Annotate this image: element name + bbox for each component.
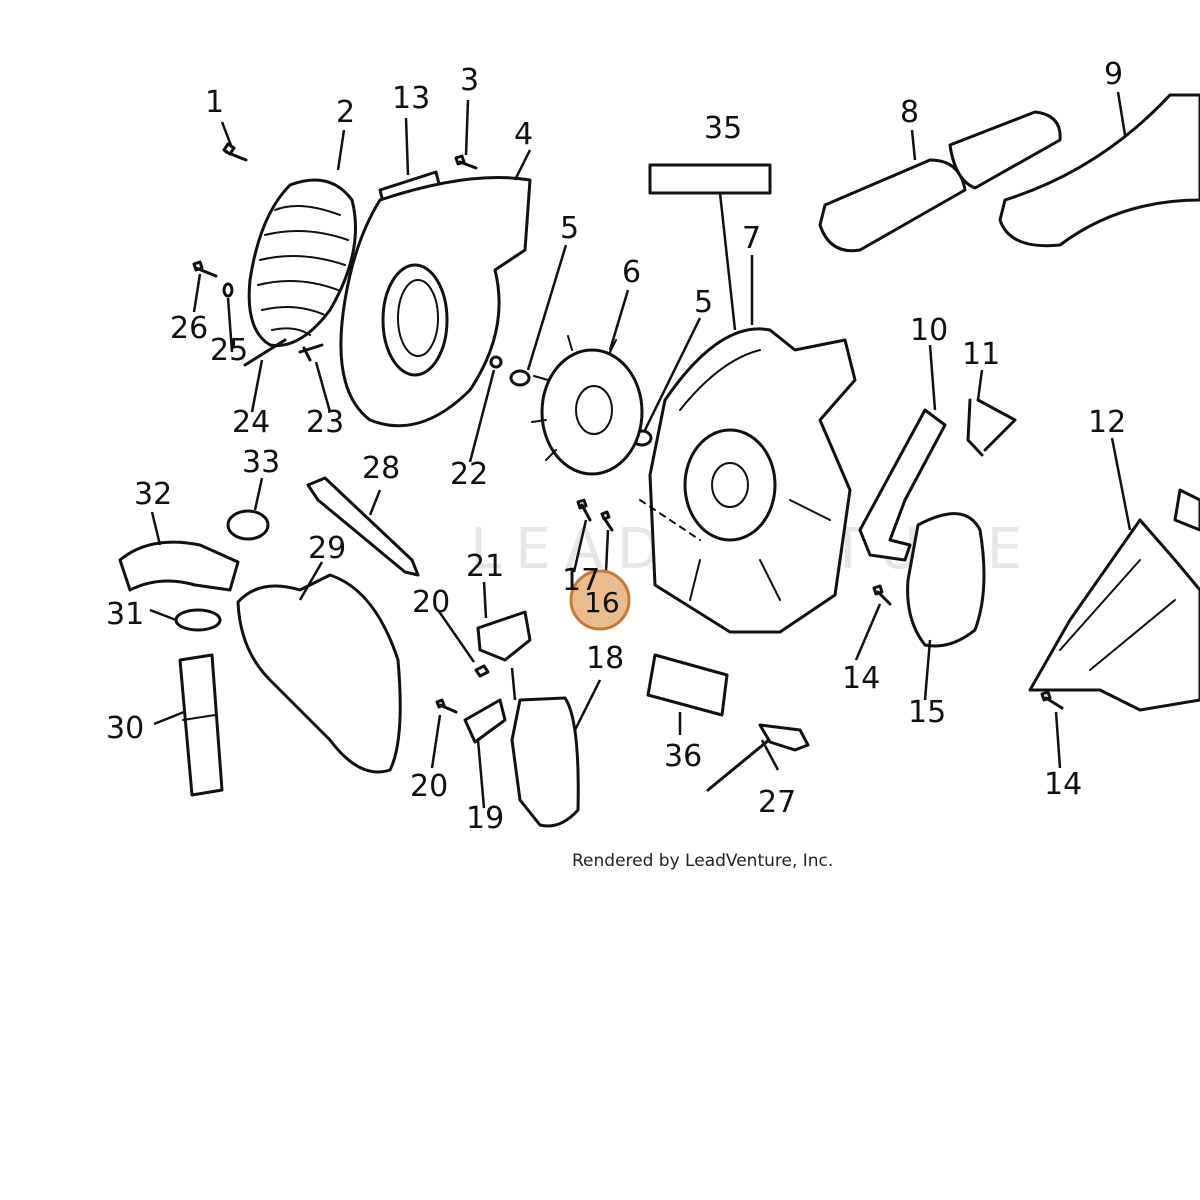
part-5-washer-a bbox=[509, 369, 531, 387]
part-17-screw bbox=[576, 498, 592, 522]
part-number-31[interactable]: 31 bbox=[106, 597, 144, 632]
part-22-nut bbox=[489, 355, 503, 369]
part-30-pipe bbox=[178, 653, 224, 797]
part-31-clamp bbox=[174, 608, 222, 632]
part-number-5-a[interactable]: 5 bbox=[560, 211, 579, 246]
part-number-28[interactable]: 28 bbox=[362, 451, 400, 486]
part-16-screw bbox=[600, 510, 614, 532]
part-number-12[interactable]: 12 bbox=[1088, 405, 1126, 440]
part-11-wire-clip bbox=[966, 398, 1017, 457]
part-2-intake-grille bbox=[247, 178, 358, 348]
part-1-bolt bbox=[222, 142, 248, 162]
part-number-6[interactable]: 6 bbox=[622, 255, 641, 290]
part-20-screw-a bbox=[474, 664, 490, 678]
part-number-23[interactable]: 23 bbox=[306, 405, 344, 440]
part-number-26[interactable]: 26 bbox=[170, 311, 208, 346]
part-27-spark-plug-wrench bbox=[706, 723, 810, 792]
part-29-cover bbox=[236, 573, 402, 774]
part-number-14-a[interactable]: 14 bbox=[842, 661, 880, 696]
part-number-33[interactable]: 33 bbox=[242, 445, 280, 480]
part-14-screw-a bbox=[872, 584, 892, 606]
part-15-side-cover bbox=[906, 512, 986, 648]
highlight-circle bbox=[569, 569, 631, 631]
part-number-25[interactable]: 25 bbox=[210, 333, 248, 368]
part-4-fan-housing-cover bbox=[339, 176, 532, 428]
part-number-4[interactable]: 4 bbox=[514, 117, 533, 152]
credit-text: Rendered by LeadVenture, Inc. bbox=[572, 851, 833, 871]
part-number-18[interactable]: 18 bbox=[586, 641, 624, 676]
part-number-3[interactable]: 3 bbox=[460, 63, 479, 98]
part-25-washer bbox=[222, 282, 234, 298]
part-35-label-plate bbox=[648, 163, 772, 331]
part-33-clamp bbox=[226, 509, 270, 541]
part-9-nozzle bbox=[998, 93, 1200, 248]
part-number-1[interactable]: 1 bbox=[205, 85, 224, 120]
part-8-blower-tube bbox=[818, 110, 1062, 253]
part-number-20-b[interactable]: 20 bbox=[410, 769, 448, 804]
part-12-frame bbox=[1028, 488, 1200, 712]
part-number-5-b[interactable]: 5 bbox=[694, 285, 713, 320]
part-number-29[interactable]: 29 bbox=[308, 531, 346, 566]
part-number-7[interactable]: 7 bbox=[742, 221, 761, 256]
part-number-20-a[interactable]: 20 bbox=[412, 585, 450, 620]
part-number-21[interactable]: 21 bbox=[466, 549, 504, 584]
part-19-bracket bbox=[463, 698, 507, 744]
part-26-screw bbox=[192, 260, 218, 278]
part-18-air-duct bbox=[510, 696, 580, 828]
part-10-handle-bracket bbox=[858, 408, 947, 562]
part-number-15[interactable]: 15 bbox=[908, 695, 946, 730]
part-number-8[interactable]: 8 bbox=[900, 95, 919, 130]
part-number-11[interactable]: 11 bbox=[962, 337, 1000, 372]
part-36-label-plate bbox=[646, 653, 729, 717]
part-20-screw-b bbox=[435, 698, 458, 714]
part-7-main-housing bbox=[639, 327, 857, 634]
leader-lines bbox=[149, 91, 1132, 809]
part-14-screw-b bbox=[1040, 690, 1064, 710]
part-number-19[interactable]: 19 bbox=[466, 801, 504, 836]
part-number-36[interactable]: 36 bbox=[664, 739, 702, 774]
part-23-clip bbox=[298, 343, 324, 362]
part-6-impeller bbox=[531, 335, 644, 476]
part-number-30[interactable]: 30 bbox=[106, 711, 144, 746]
part-number-27[interactable]: 27 bbox=[758, 785, 796, 820]
part-number-10[interactable]: 10 bbox=[910, 313, 948, 348]
part-number-17[interactable]: 17 bbox=[562, 563, 600, 598]
part-number-14-b[interactable]: 14 bbox=[1044, 767, 1082, 802]
part-number-13[interactable]: 13 bbox=[392, 81, 430, 116]
part-3-screw bbox=[454, 154, 478, 170]
part-number-35[interactable]: 35 bbox=[704, 111, 742, 146]
part-21-bracket bbox=[476, 610, 532, 662]
part-number-32[interactable]: 32 bbox=[134, 477, 172, 512]
part-28-gasket bbox=[306, 476, 420, 577]
part-number-22[interactable]: 22 bbox=[450, 457, 488, 492]
part-number-2[interactable]: 2 bbox=[336, 95, 355, 130]
part-number-9[interactable]: 9 bbox=[1104, 57, 1123, 92]
part-number-16[interactable]: 16 bbox=[584, 586, 620, 619]
part-32-elbow bbox=[118, 540, 240, 592]
part-number-24[interactable]: 24 bbox=[232, 405, 270, 440]
part-24-pin bbox=[243, 338, 287, 367]
